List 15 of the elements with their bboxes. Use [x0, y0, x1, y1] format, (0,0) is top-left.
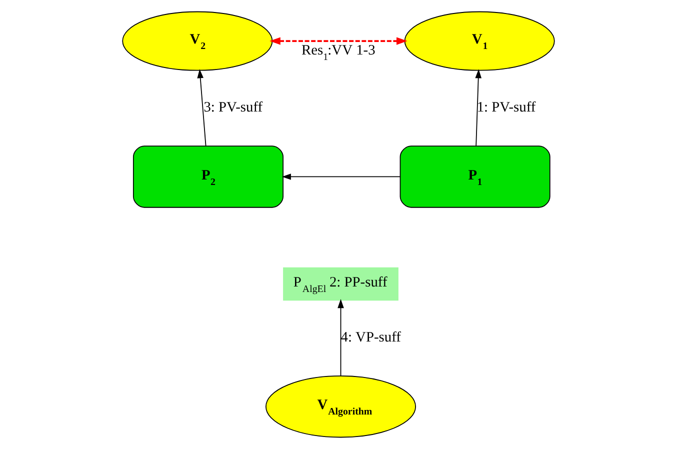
node-ellipse: V$_{1}$ [404, 11, 554, 71]
arrow [474, 69, 481, 146]
node-ellipse: V$_{2}$ [122, 11, 272, 71]
arrow [269, 37, 407, 45]
edge-label: 1: PV-suff [476, 100, 536, 116]
node-box: P$_{AlgEl}$ 2: PP-suff [282, 267, 398, 301]
node-ellipse: V$_{Algorithm}$ [264, 376, 416, 438]
edge-label: 3: PV-suff [203, 100, 262, 116]
edge-label: 4: VP-suff [340, 330, 400, 346]
node-box: P$_{1}$ [399, 146, 550, 208]
node-box: P$_{2}$ [132, 146, 283, 208]
arrow [337, 299, 344, 376]
edge-label: Res$_{1}$:VV 1-3 [301, 42, 375, 63]
arrow [281, 174, 400, 180]
arrow [196, 69, 206, 146]
